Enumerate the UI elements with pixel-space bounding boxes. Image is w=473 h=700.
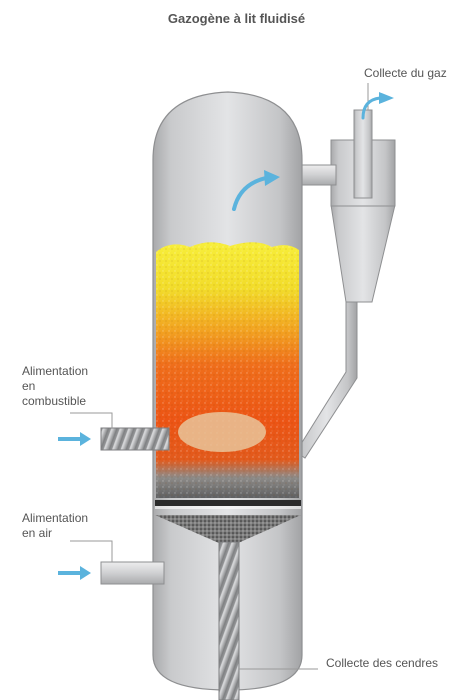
gasification-zone (178, 412, 266, 452)
air-inlet-arrow (58, 566, 91, 580)
flow-arrows (58, 92, 394, 580)
ash-hopper (155, 515, 301, 700)
air-feed-label-line1: Alimentation (22, 511, 89, 525)
gas-collection-label: Collecte du gaz (364, 66, 447, 80)
ash-collection-label: Collecte des cendres (326, 656, 439, 670)
fuel-feed-label-line3: combustible (22, 394, 87, 408)
air-inlet-pipe (100, 561, 165, 585)
fluidized-bed (156, 242, 299, 498)
fuel-inlet-arrow (58, 432, 91, 446)
cyclone-separator (291, 109, 396, 459)
fuel-feed-label-line2: en (22, 379, 36, 393)
distributor-plate (155, 500, 301, 509)
air-feed-label-line2: en air (22, 526, 53, 540)
gas-flow-arrow (232, 170, 280, 211)
diagram-title: Gazogène à lit fluidisé (167, 11, 306, 26)
gas-outlet-arrow (361, 92, 394, 120)
fuel-feed-label-line1: Alimentation (22, 364, 89, 378)
fuel-feed-screw (100, 427, 170, 451)
